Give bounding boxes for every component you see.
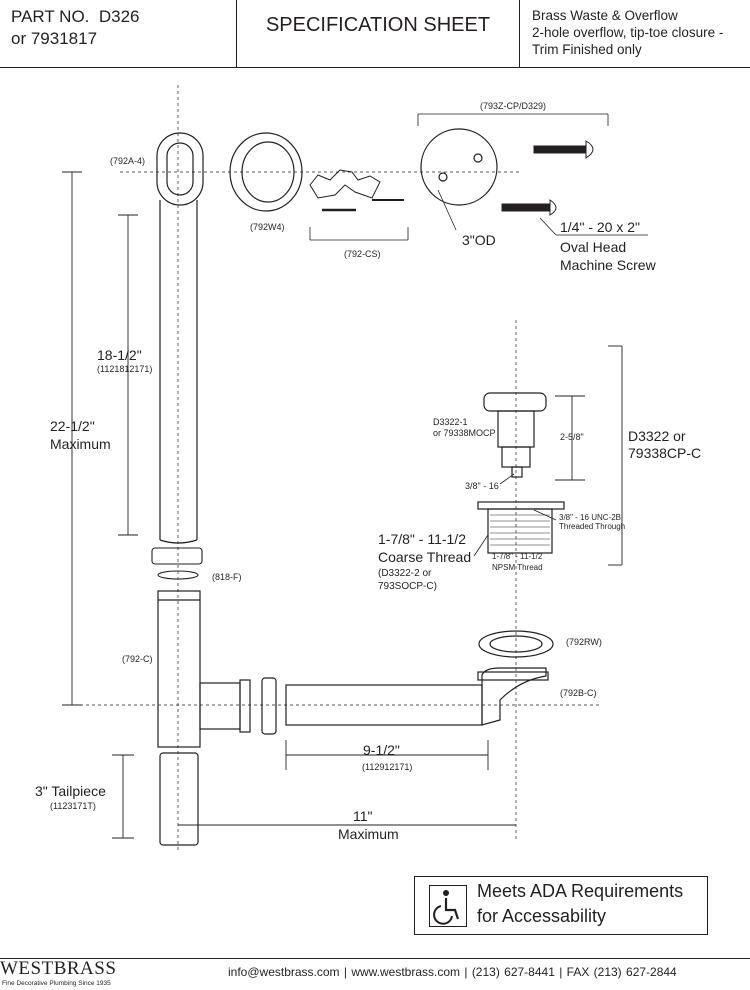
label-coarse-4: 793SOCP-C)	[378, 581, 437, 592]
label-792bc: (792B-C)	[560, 688, 597, 698]
label-coarse-3: (D3322-2 or	[378, 568, 432, 579]
dim-22-half: 22-1/2"	[50, 418, 95, 434]
product-description: Brass Waste & Overflow 2-hole overflow, …	[520, 0, 750, 68]
toe-stopper-d3322	[477, 392, 565, 554]
wheelchair-accessibility-icon	[429, 885, 467, 927]
label-792cs: (792-CS)	[344, 249, 381, 259]
sheet-title: SPECIFICATION SHEET	[237, 0, 520, 68]
label-screw-size: 1/4" - 20 x 2"	[560, 219, 640, 235]
label-d33221-alt: or 79338MOCP	[433, 428, 496, 438]
desc-line-2: 2-hole overflow, tip-toe closure -	[532, 25, 724, 40]
overflow-elbow-792a4	[156, 132, 204, 544]
overflow-faceplate	[420, 128, 498, 206]
ada-compliance-box: Meets ADA Requirements for Accessability	[414, 876, 708, 935]
dim-18-half: 18-1/2"	[97, 347, 142, 363]
label-792a4: (792A-4)	[110, 156, 146, 166]
dim-11: 11"	[353, 808, 373, 824]
dim-9-half-code: (112912171)	[362, 762, 413, 772]
part-no: D326	[98, 7, 140, 26]
label-tailpiece: 3" Tailpiece	[35, 783, 106, 799]
label-screw-name-1: Oval Head	[560, 239, 627, 255]
ada-line-1: Meets ADA Requirements	[477, 881, 684, 901]
brand-tagline: Fine Decorative Plumbing Since 1935	[2, 980, 111, 987]
tee-792c	[157, 590, 277, 748]
footer-divider	[0, 958, 750, 959]
part-number-cell: PART NO. D326 or 7931817	[0, 0, 237, 68]
label-3od: 3"OD	[462, 232, 496, 248]
dim-22-half-max: Maximum	[50, 436, 111, 452]
dim-9-half: 9-1/2"	[363, 742, 400, 758]
label-d3322-alt: 79338CP-C	[628, 445, 702, 461]
machine-screw-icon	[501, 140, 594, 216]
desc-line-3: Trim Finished only	[532, 42, 642, 57]
washer-792rw	[478, 630, 554, 658]
label-npsm-1: 1-7/8" - 11-1/2	[492, 552, 543, 561]
brand-logo: WESTBRASS	[0, 958, 117, 979]
tailpiece	[159, 752, 199, 846]
dim-11-max: Maximum	[338, 826, 399, 842]
label-coarse-2: Coarse Thread	[378, 549, 472, 565]
label-unc-2: Threaded Through	[559, 522, 626, 531]
label-coarse-1: 1-7/8" - 11-1/2	[378, 531, 466, 547]
dim-2-5-8: 2-5/8"	[560, 432, 584, 442]
alt-part-number: or 7931817	[11, 29, 98, 48]
label-npsm-2: NPSM Thread	[492, 563, 543, 572]
label-793zcp: (793Z-CP/D329)	[480, 101, 547, 111]
label-tailpiece-code: (1123171T)	[50, 801, 96, 811]
dimension-lines	[62, 171, 623, 839]
label-thread-3-8: 3/8" - 16	[465, 481, 499, 491]
label-unc-1: 3/8" - 16 UNC-2B	[559, 513, 621, 522]
centerlines	[80, 85, 600, 850]
gasket-792w4	[229, 132, 303, 212]
label-818f: (818-F)	[212, 572, 242, 582]
label-792rw: (792RW)	[566, 637, 602, 647]
contact-info: info@westbrass.com | www.westbrass.com |…	[228, 965, 677, 979]
desc-line-1: Brass Waste & Overflow	[532, 8, 678, 23]
drain-shoe-792bc	[285, 667, 549, 726]
part-no-label: PART NO.	[11, 7, 90, 26]
label-d3322: D3322 or	[628, 428, 686, 444]
coupling-818f	[151, 547, 203, 580]
ada-line-2: for Accessability	[477, 906, 607, 926]
label-screw-name-2: Machine Screw	[560, 257, 656, 273]
clip-792cs	[309, 169, 404, 212]
label-792c: (792-C)	[122, 654, 153, 664]
label-792w4: (792W4)	[250, 222, 285, 232]
label-d33221: D3322-1	[433, 417, 468, 427]
dim-18-half-code: (1121812171)	[97, 364, 153, 374]
